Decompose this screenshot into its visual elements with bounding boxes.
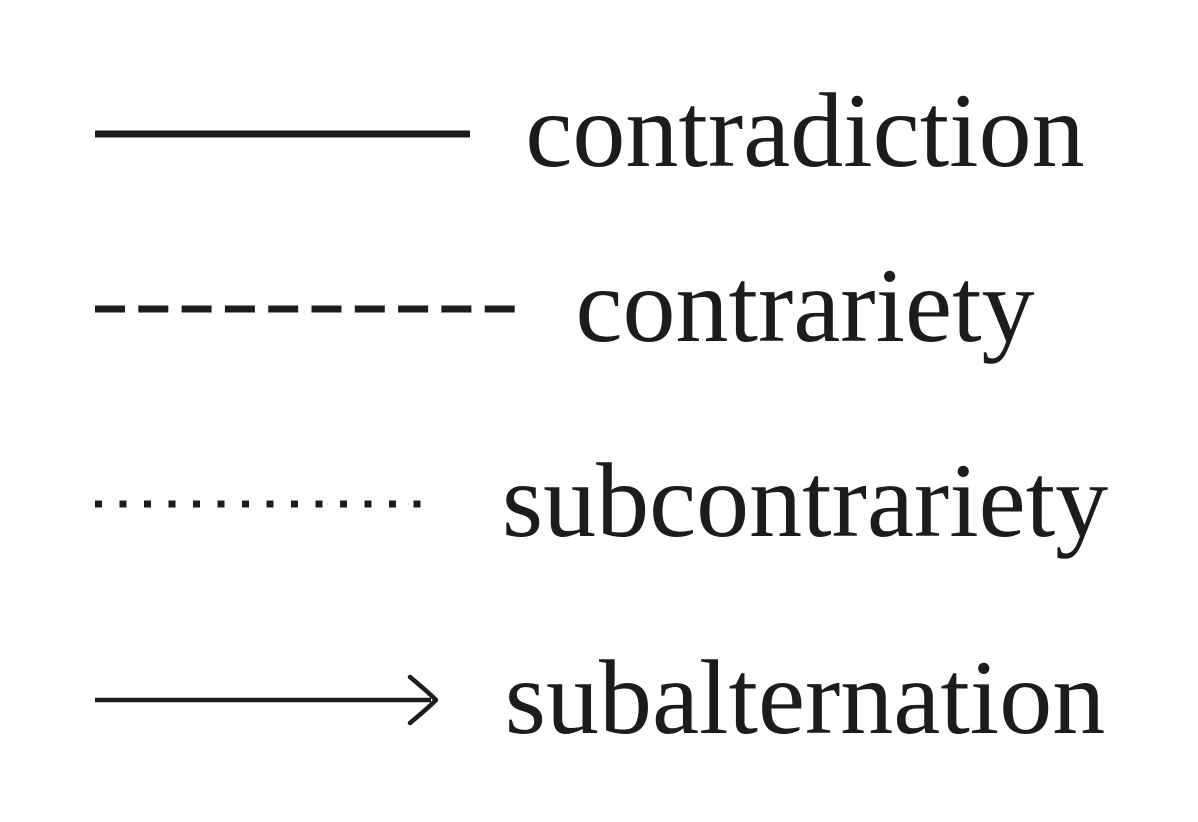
solid-line-icon (95, 130, 470, 138)
dashed-line-icon (95, 305, 515, 313)
legend-label-subcontrariety: subcontrariety (501, 442, 1109, 559)
legend-label-subalternation: subalternation (504, 639, 1106, 756)
legend-label-contradiction: contradiction (525, 72, 1085, 189)
arrow-line-icon (95, 674, 439, 726)
legend-label-contrariety: contrariety (575, 247, 1035, 364)
dotted-line-icon (95, 500, 421, 508)
